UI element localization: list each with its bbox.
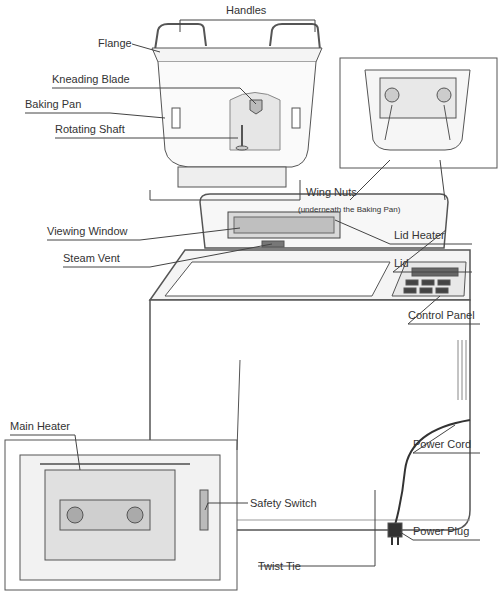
underside-inset	[340, 58, 497, 168]
part-label: Twist Tie	[258, 560, 301, 573]
interior-inset	[5, 360, 240, 590]
part-label: Main Heater	[10, 420, 70, 433]
leader-lines	[10, 20, 480, 566]
baking-pan-drawing	[152, 24, 322, 187]
part-label: Safety Switch	[250, 497, 317, 510]
part-label: Power Cord	[413, 438, 471, 451]
part-label: Power Plug	[413, 525, 469, 538]
part-label: Rotating Shaft	[55, 123, 125, 136]
part-label: Steam Vent	[63, 252, 120, 265]
part-label: Lid	[394, 257, 409, 270]
part-label: Handles	[226, 4, 266, 17]
part-label: Viewing Window	[47, 225, 128, 238]
part-label: Control Panel	[408, 309, 475, 322]
part-label: Lid Heater	[394, 229, 445, 242]
part-label: Wing Nuts	[306, 186, 357, 199]
part-label: (underneath the Baking Pan)	[298, 203, 400, 216]
part-label: Flange	[98, 37, 132, 50]
lid-drawing	[200, 194, 448, 248]
part-label: Baking Pan	[25, 98, 81, 111]
part-label: Kneading Blade	[52, 73, 130, 86]
